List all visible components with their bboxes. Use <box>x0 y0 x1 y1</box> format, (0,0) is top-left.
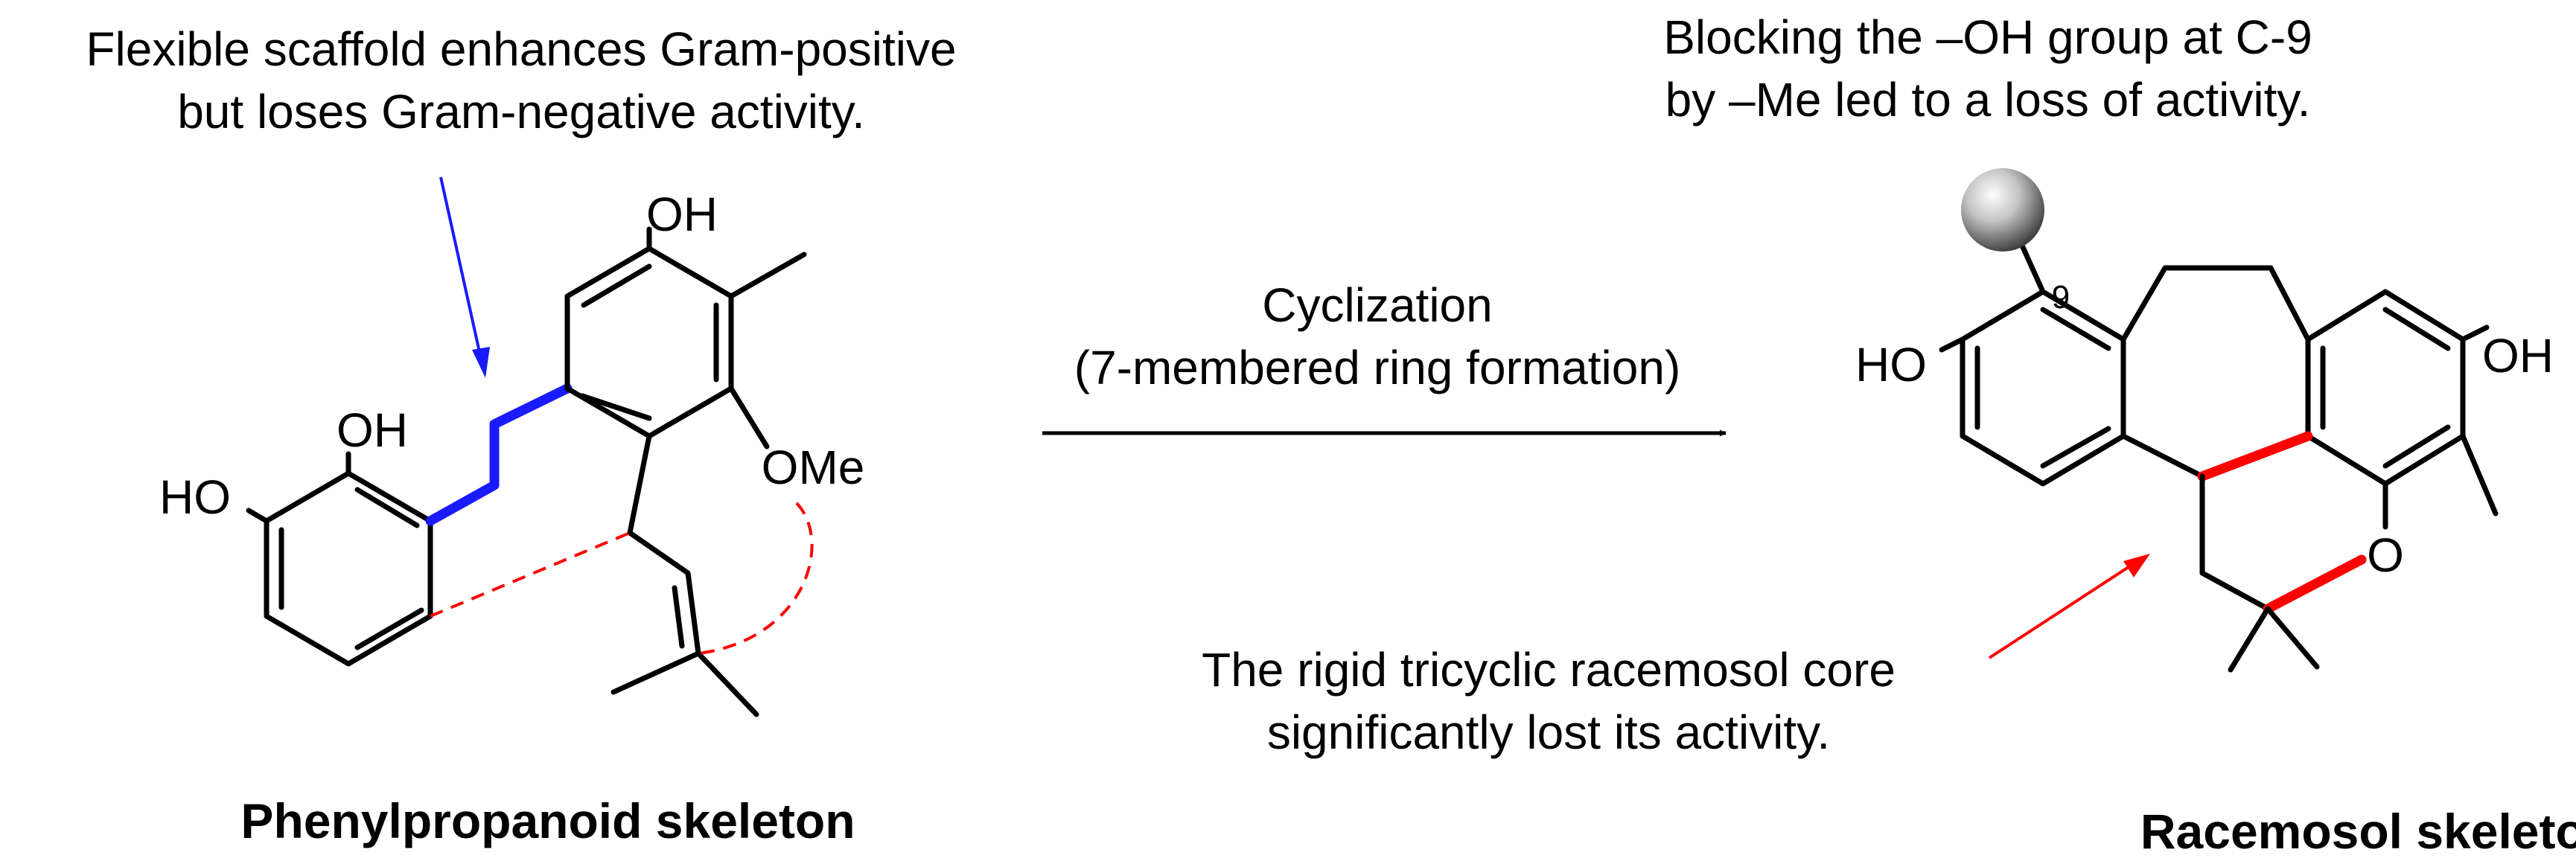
prenyl-double-bond <box>672 585 685 649</box>
left-ring-inner-bond <box>2040 426 2111 469</box>
ome-label: OMe <box>762 441 865 494</box>
phenylpropanoid-structure: OH HO OH OMe Phenylpropanoid skeleton <box>159 188 864 848</box>
upper-ring-inner-bond <box>579 393 652 421</box>
aryl-methyl <box>2460 433 2499 516</box>
catechol-ring <box>264 470 433 667</box>
right-ring-inner-bond <box>2382 307 2451 351</box>
reaction-label-line2: (7-membered ring formation) <box>1074 341 1681 394</box>
rigid-bond-highlight <box>2263 554 2367 614</box>
rigid-annotation-line1: The rigid tricyclic racemosol core <box>1202 643 1896 697</box>
pyran-ring-left <box>2199 473 2271 612</box>
blocking-annotation-line2: by –Me led to a loss of activity. <box>1665 73 2311 127</box>
catechol-inner-bond <box>354 607 424 650</box>
ethylene-bridge <box>2120 265 2311 342</box>
flexible-pointer-arrow <box>439 176 490 378</box>
reaction-label-line1: Cyclization <box>1262 278 1492 332</box>
rigid-pointer-arrow <box>1988 554 2150 659</box>
oh-bond <box>2460 324 2490 342</box>
racemosol-right-ring <box>2305 289 2466 487</box>
gem-methyl <box>2228 606 2271 673</box>
oh-catechol-label: OH <box>337 403 408 457</box>
catechol-inner-bond <box>354 487 420 528</box>
rigid-annotation-line2: significantly lost its activity. <box>1267 705 1830 759</box>
prenyl-methyl <box>610 650 701 695</box>
right-ring-inner-bond <box>2382 424 2451 469</box>
cyclization-hint-curve <box>698 502 814 655</box>
methyl-bond <box>728 252 807 299</box>
cyclization-hint-line <box>430 531 631 618</box>
racemosol-title: Racemosol skeleton <box>2140 804 2576 859</box>
left-ring-inner-bond <box>2040 307 2111 351</box>
substituent-sphere-icon <box>1961 168 2044 252</box>
flexible-linker <box>425 383 573 526</box>
oh-top-label: OH <box>646 188 718 241</box>
racemosol-left-ring <box>1960 289 2126 487</box>
phenylpropanoid-title: Phenylpropanoid skeleton <box>240 793 855 848</box>
ome-bond <box>728 385 770 449</box>
upper-ring-inner-bond <box>581 263 652 308</box>
upper-ring <box>564 246 734 439</box>
ring-junction-bond <box>2120 433 2205 479</box>
c9-label: 9 <box>2052 279 2070 316</box>
ho-bond <box>1939 336 1966 353</box>
blocking-annotation-line1: Blocking the –OH group at C-9 <box>1663 10 2312 64</box>
racemosol-structure: HO 9 OH O Racemosol skeleton <box>1855 168 2576 859</box>
rigid-bond-highlight <box>2197 431 2313 481</box>
flexible-annotation-line1: Flexible scaffold enhances Gram-positive <box>86 22 956 76</box>
prenyl-methyl <box>695 650 759 717</box>
ring-o-label: O <box>2367 528 2404 582</box>
ho-catechol-label: HO <box>159 470 231 524</box>
flexible-annotation-line2: but loses Gram-negative activity. <box>177 85 865 138</box>
ho-bond <box>246 508 270 524</box>
ho-left-label: HO <box>1855 338 1927 391</box>
gem-methyl <box>2265 606 2320 670</box>
prenyl-chain <box>627 433 701 656</box>
oh-right-label: OH <box>2482 329 2554 383</box>
